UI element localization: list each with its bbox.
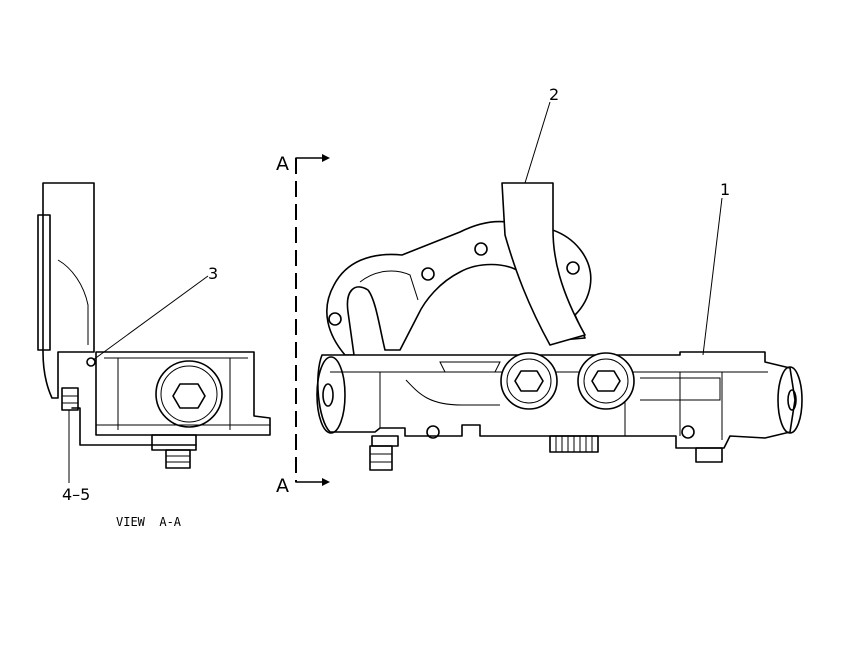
bottom-fitting xyxy=(151,434,197,451)
fitting-left xyxy=(371,435,399,447)
callout-4-5: 4–5 xyxy=(62,485,90,504)
right-end-cap xyxy=(777,366,803,434)
side-bolt xyxy=(61,387,79,411)
bracket-flange xyxy=(37,214,51,351)
main-elevation-drawing xyxy=(316,182,803,471)
nut-left-threads xyxy=(370,453,392,463)
section-arrow-top-head xyxy=(322,154,330,162)
lower-plate xyxy=(71,407,197,446)
callout-2: 2 xyxy=(549,85,559,104)
bracket-curve xyxy=(57,259,89,345)
body-boss-right xyxy=(640,377,721,401)
plug-left xyxy=(500,352,558,410)
valve-body-end-view xyxy=(95,351,271,436)
section-line-a-a xyxy=(295,154,330,486)
plug-left-hex xyxy=(514,370,544,392)
port-boss xyxy=(155,360,223,428)
plug-right-inner xyxy=(583,358,629,404)
section-arrow-bottom-head xyxy=(322,478,330,486)
valve-body xyxy=(317,351,796,449)
bottom-nut xyxy=(165,449,191,469)
center-fitting-threads xyxy=(555,436,593,452)
bracket-hole-1 xyxy=(474,242,488,256)
section-letter-top: A xyxy=(276,153,289,175)
nut-right xyxy=(695,447,723,463)
leader-1 xyxy=(702,197,723,356)
body-hole-left xyxy=(426,425,440,439)
leader-2 xyxy=(524,101,551,184)
hex-socket xyxy=(172,383,206,409)
right-end-port xyxy=(787,389,797,411)
bracket-plate xyxy=(42,182,95,399)
bracket-hole-4 xyxy=(328,312,342,326)
side-bolt-threads xyxy=(62,395,78,404)
callout-1: 1 xyxy=(720,180,730,199)
bracket-inner-line xyxy=(359,270,419,301)
tube xyxy=(501,182,586,346)
left-end-port xyxy=(322,383,334,407)
bottom-nut-threads xyxy=(166,455,190,463)
mounting-bracket xyxy=(326,220,592,356)
bracket-hole-3 xyxy=(421,267,435,281)
left-end-cap xyxy=(316,356,346,434)
view-a-a-drawing xyxy=(37,182,271,469)
plug-left-inner xyxy=(506,358,552,404)
plug-right-hex xyxy=(591,370,621,392)
callout-3: 3 xyxy=(208,264,218,283)
section-letter-bottom: A xyxy=(276,475,289,497)
view-label: VIEW A-A xyxy=(116,515,182,529)
valve-body-edges xyxy=(96,357,270,430)
fastener-3 xyxy=(86,357,96,367)
body-hole-right xyxy=(681,425,695,439)
center-fitting xyxy=(549,435,599,453)
body-recess xyxy=(439,361,501,373)
plug-right xyxy=(577,352,635,410)
port-boss-inner xyxy=(160,365,218,423)
nut-left xyxy=(369,445,393,471)
leader-3 xyxy=(92,275,209,361)
bracket-hole-2 xyxy=(566,261,580,275)
